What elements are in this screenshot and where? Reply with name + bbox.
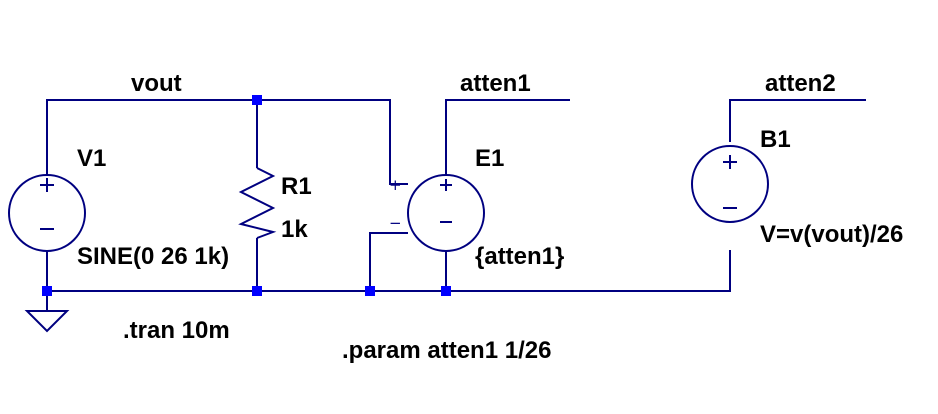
wire-e1-inminus[interactable] xyxy=(369,232,408,291)
wire-atten2[interactable] xyxy=(729,99,866,142)
b1-behavioral-source-icon[interactable] xyxy=(691,145,769,223)
v1-voltage-source-icon[interactable] xyxy=(8,174,86,252)
b1-name[interactable]: B1 xyxy=(760,126,791,153)
e1-input-plus: + xyxy=(389,176,402,194)
r1-name[interactable]: R1 xyxy=(281,173,312,200)
directive-param[interactable]: .param atten1 1/26 xyxy=(342,337,551,364)
directive-tran[interactable]: .tran 10m xyxy=(123,317,230,344)
v1-name[interactable]: V1 xyxy=(77,145,106,172)
e1-controlled-voltage-source-icon[interactable] xyxy=(407,174,485,252)
ground-icon[interactable] xyxy=(24,310,70,333)
net-label-vout[interactable]: vout xyxy=(131,70,182,97)
junction-ground-r1[interactable] xyxy=(252,286,262,296)
b1-value[interactable]: V=v(vout)/26 xyxy=(760,221,903,248)
junction-ground-v1[interactable] xyxy=(42,286,52,296)
junction-ground-e1in[interactable] xyxy=(365,286,375,296)
e1-value[interactable]: {atten1} xyxy=(475,243,564,270)
e1-name[interactable]: E1 xyxy=(475,145,504,172)
v1-plus-icon xyxy=(40,178,54,192)
wire-ground[interactable] xyxy=(47,250,731,292)
junction-ground-e1out[interactable] xyxy=(441,286,451,296)
junction-vout[interactable] xyxy=(252,95,262,105)
junctions xyxy=(42,95,451,296)
e1-plus-icon xyxy=(440,179,452,191)
net-label-atten1[interactable]: atten1 xyxy=(460,70,531,97)
resistor-icon[interactable] xyxy=(238,167,277,239)
r1-value[interactable]: 1k xyxy=(281,216,308,243)
e1-input-minus: − xyxy=(389,214,402,232)
v1-value[interactable]: SINE(0 26 1k) xyxy=(77,243,229,270)
wires xyxy=(8,99,866,333)
wire-vout[interactable] xyxy=(46,99,408,185)
b1-plus-icon xyxy=(723,155,737,169)
net-label-atten2[interactable]: atten2 xyxy=(765,70,836,97)
wire-atten1[interactable] xyxy=(445,99,570,175)
